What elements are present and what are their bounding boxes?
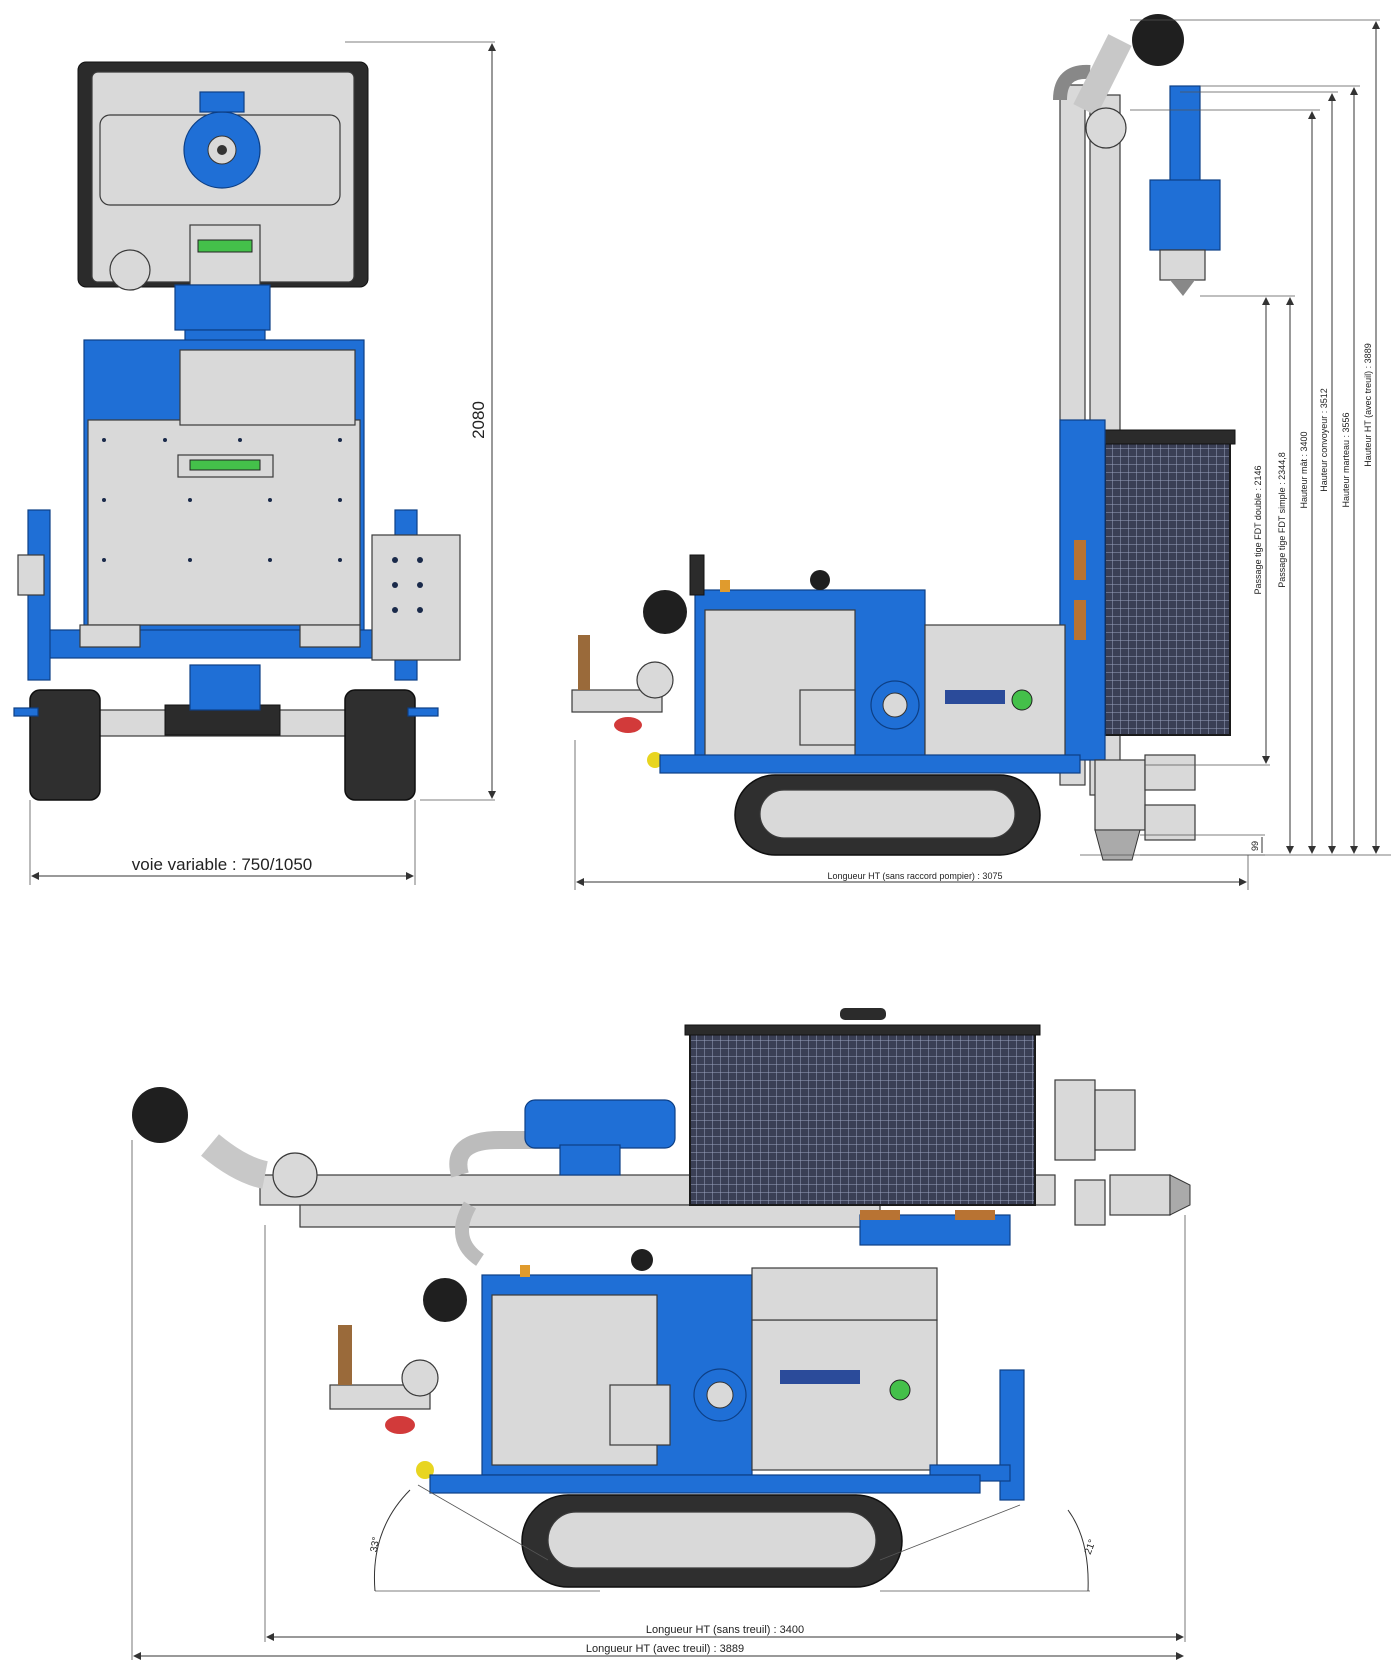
front-view — [13, 61, 461, 801]
side-fdt-double-label: Passage tige FDT double : 2146 — [1253, 466, 1263, 595]
side-transport-view — [132, 1008, 1191, 1588]
side-total-height-label: Hauteur HT (avec treuil) : 3889 — [1363, 343, 1373, 466]
side-upright-view — [571, 14, 1236, 861]
front-track-label: voie variable : 750/1050 — [132, 855, 313, 874]
angle-rear-label: 21° — [1083, 1538, 1099, 1556]
side-conveyor-height-label: Hauteur convoyeur : 3512 — [1319, 388, 1329, 492]
front-height-label: 2080 — [469, 401, 488, 439]
side-upright-ground-label: 99 — [1250, 841, 1260, 851]
length-no-winch-label: Longueur HT (sans treuil) : 3400 — [646, 1624, 804, 1636]
front-height-dimension: 2080 — [345, 41, 496, 801]
side-transport-dimensions: 33° 21° Longueur HT (sans treuil) : 3400… — [131, 1140, 1186, 1660]
angle-front-label: 33° — [369, 1536, 382, 1553]
side-upright-dimensions: Longueur HT (sans raccord pompier) : 307… — [574, 19, 1391, 890]
length-winch-label: Longueur HT (avec treuil) : 3889 — [586, 1643, 744, 1655]
side-mast-height-label: Hauteur mât : 3400 — [1299, 431, 1309, 508]
side-fdt-simple-label: Passage tige FDT simple : 2344,8 — [1277, 452, 1287, 587]
side-hammer-height-label: Hauteur marteau : 3556 — [1341, 412, 1351, 507]
front-track-dimension: voie variable : 750/1050 — [29, 800, 416, 885]
side-upright-length-label: Longueur HT (sans raccord pompier) : 307… — [828, 871, 1003, 881]
